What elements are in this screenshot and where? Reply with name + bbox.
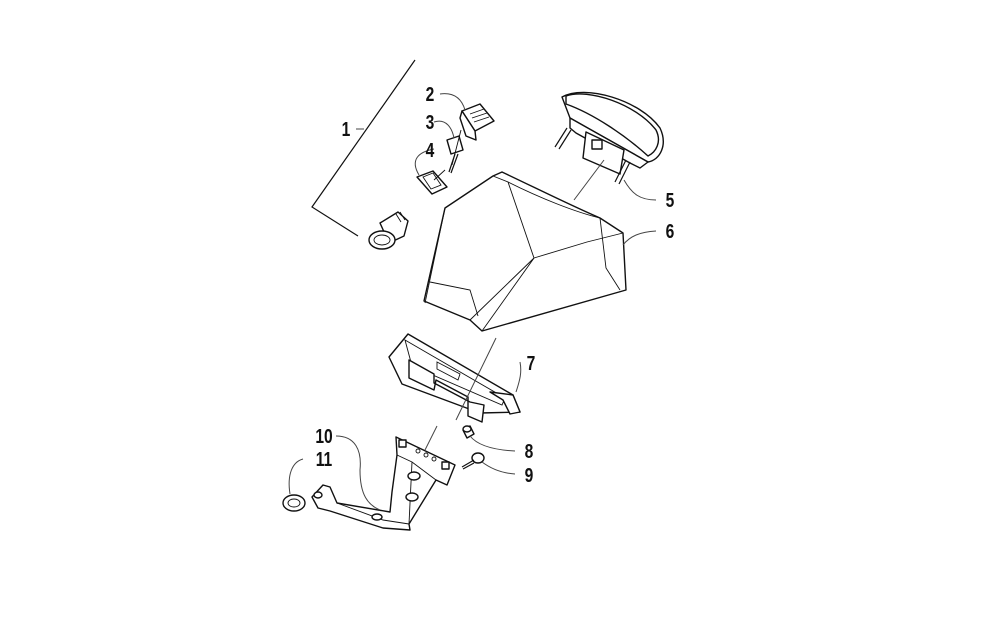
- axis-line-bracket: [424, 425, 438, 451]
- leader-2: [439, 93, 466, 111]
- assembly-bracket: [311, 59, 416, 237]
- part-gauge: [554, 91, 664, 185]
- part-grommet: [462, 425, 475, 439]
- part-switch-cap: [459, 103, 495, 141]
- callout-8: 8: [525, 440, 534, 462]
- part-mounting-bracket: [311, 436, 456, 531]
- callout-10: 10: [315, 425, 332, 447]
- callout-6: 6: [666, 220, 675, 242]
- part-bezel-ring: [416, 169, 448, 195]
- leader-6: [622, 230, 657, 246]
- leader-10: [335, 435, 381, 511]
- callout-1: 1: [342, 118, 351, 140]
- axis-line-housing: [455, 337, 497, 421]
- callout-labels: 1 2 3 4 5 6 7 8 9 10 11: [315, 83, 674, 486]
- leader-9: [481, 461, 516, 475]
- leader-4: [414, 148, 435, 176]
- axis-line-gauge: [573, 159, 605, 201]
- leader-7: [515, 361, 522, 393]
- leader-3: [433, 120, 455, 139]
- callout-5: 5: [666, 189, 675, 211]
- leader-lines: [288, 93, 657, 511]
- leader-5: [623, 179, 657, 201]
- callout-4: 4: [426, 139, 435, 161]
- part-screw: [461, 452, 485, 470]
- part-dash-cover: [423, 171, 627, 332]
- leader-11: [288, 458, 304, 495]
- callout-2: 2: [426, 83, 435, 105]
- part-ignition-switch: [368, 211, 409, 250]
- callout-7: 7: [527, 352, 536, 374]
- part-gauge-housing: [388, 333, 521, 423]
- callout-11: 11: [316, 448, 333, 470]
- leader-8: [469, 435, 516, 452]
- part-plug: [282, 494, 306, 512]
- callout-3: 3: [426, 111, 435, 133]
- callout-9: 9: [525, 464, 534, 486]
- part-key: [446, 129, 464, 174]
